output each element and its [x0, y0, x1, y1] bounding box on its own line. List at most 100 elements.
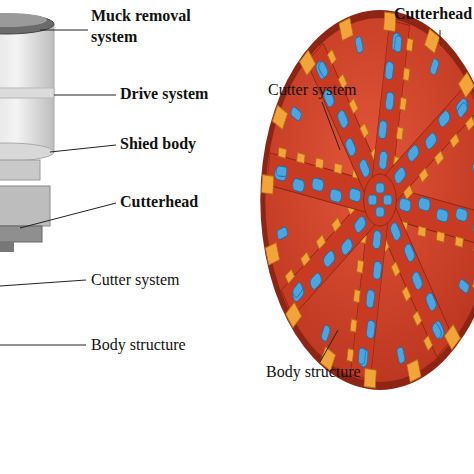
disc-cutter: [436, 208, 448, 223]
disc-cutter: [424, 131, 438, 151]
gauge-cutter: [473, 223, 474, 234]
scraper: [301, 252, 310, 266]
leader-line: [440, 30, 441, 40]
gauge-cutter: [276, 166, 287, 177]
rim-bucket: [468, 135, 474, 174]
connector: [0, 160, 40, 180]
disc-cutter: [373, 260, 382, 280]
leader-line: [50, 145, 116, 152]
spoke-arm: [307, 43, 381, 192]
scraper: [419, 168, 428, 182]
disc-cutter: [349, 188, 361, 203]
disc-cutter: [366, 320, 375, 340]
disc-cutter: [425, 291, 438, 313]
disc-cutter: [411, 270, 424, 292]
disc-cutter: [437, 109, 451, 129]
scraper: [434, 151, 443, 165]
spoke-arm: [281, 198, 375, 316]
leader-line: [0, 345, 86, 346]
gauge-cutter: [429, 57, 439, 76]
scraper: [413, 311, 422, 326]
disc-cutter: [311, 177, 323, 192]
gauge-scraper: [364, 369, 376, 389]
gauge-cutter: [321, 324, 331, 343]
leader-line: [322, 102, 340, 150]
rim-bucket: [396, 340, 421, 385]
disc-cutter: [372, 230, 381, 250]
disc-cutter: [358, 158, 371, 180]
scraper: [402, 286, 411, 301]
part-label: Cutterhead: [120, 192, 198, 213]
cutterhead-part: [0, 186, 50, 226]
scraper: [403, 185, 412, 199]
disc-cutter: [392, 32, 401, 52]
gauge-scraper: [458, 72, 474, 97]
gauge-cutter: [276, 226, 288, 240]
scraper: [316, 235, 325, 249]
gauge-cutter: [292, 281, 304, 299]
scraper: [436, 231, 444, 242]
disc-cutter: [385, 91, 394, 111]
part-label: Muck removal system: [91, 6, 209, 48]
gauge-scraper: [424, 29, 439, 53]
scraper: [278, 147, 286, 158]
disc-cutter: [336, 108, 349, 130]
drive-band: [0, 88, 54, 98]
disc-cutter: [378, 150, 387, 170]
scraper: [327, 49, 336, 64]
scraper: [349, 99, 358, 114]
rim-bucket: [263, 226, 291, 265]
gauge-cutter: [431, 321, 442, 340]
disc-cutter: [366, 289, 375, 309]
leader-line: [20, 203, 116, 228]
scraper: [350, 319, 357, 332]
scraper: [334, 163, 342, 174]
gauge-cutter: [396, 346, 405, 364]
rim-bucket: [281, 281, 311, 328]
disc-cutter: [378, 120, 387, 140]
disc-cutter: [418, 197, 430, 212]
muck-disk: [0, 14, 54, 34]
disc-cutter: [389, 221, 402, 243]
part-label: Cutter system: [268, 80, 356, 101]
scraper: [418, 226, 426, 237]
disc-cutter: [455, 207, 467, 222]
disc-rim: [260, 10, 474, 390]
scraper: [285, 269, 294, 283]
body-bottom: [0, 143, 54, 161]
gauge-scraper: [272, 105, 287, 129]
gauge-scraper: [444, 324, 460, 349]
leader-line: [0, 280, 86, 286]
gauge-cutter: [472, 160, 474, 174]
scraper: [396, 127, 403, 140]
scraper: [403, 68, 410, 81]
scraper: [406, 38, 413, 51]
gauge-scraper: [407, 359, 421, 382]
disc-cutter: [399, 198, 411, 213]
disc-face: [265, 18, 474, 382]
gauge-scraper: [262, 175, 274, 195]
center-hub: [364, 174, 397, 226]
gauge-scraper: [300, 50, 316, 75]
cutter-tip: [0, 242, 14, 252]
part-label: Shied body: [120, 134, 196, 155]
rim-bucket: [272, 95, 302, 138]
rim-bucket: [262, 164, 287, 196]
disc-cutter: [329, 188, 341, 203]
rim-bucket: [458, 261, 474, 304]
scraper: [332, 218, 341, 232]
gauge-scraper: [472, 271, 474, 295]
leader-lines: [0, 30, 116, 345]
gauge-scraper: [339, 18, 353, 41]
gauge-cutter: [395, 36, 402, 53]
disc-cutter: [309, 271, 323, 291]
scraper: [357, 260, 364, 273]
gauge-cutter: [290, 106, 302, 122]
tbm-illustration: [0, 13, 54, 252]
cutterhead-disc: [260, 10, 474, 390]
shield-body: [0, 24, 54, 152]
gauge-cutter: [456, 101, 468, 119]
rim-bucket: [419, 29, 446, 76]
scraper: [424, 336, 433, 351]
scraper: [315, 158, 323, 169]
